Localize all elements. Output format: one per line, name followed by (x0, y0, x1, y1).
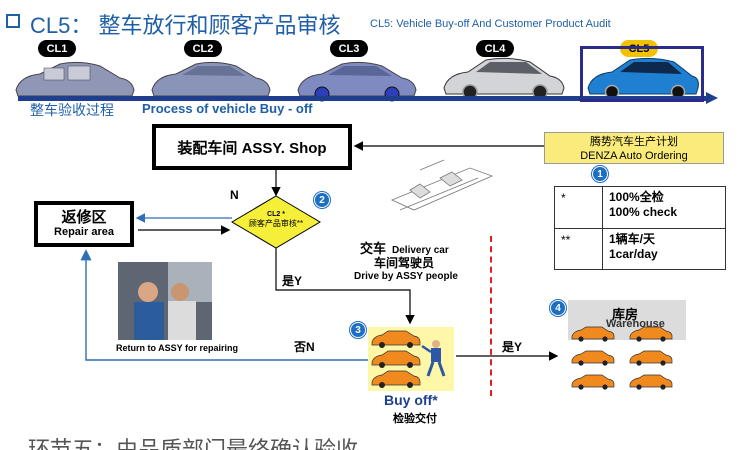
decision-label-line2: 顾客产品审核** (248, 219, 304, 228)
inspector-person-icon (421, 340, 446, 377)
car-cl4-icon (443, 57, 565, 100)
table-row: * 100%全检 100% check (555, 187, 725, 229)
decision-no-label: N (230, 188, 239, 202)
step-badge-4: 4 (550, 300, 566, 316)
buyoff-label-cn: 检验交付 (393, 413, 437, 425)
decision-yes-label: 是Y (282, 274, 303, 288)
warehouse-label-cn: 库房 (612, 307, 639, 322)
decision-label-line1: CL2 * (267, 211, 285, 218)
delivery-label-cn: 交车 (360, 241, 387, 256)
stage-cl1: CL1 (38, 40, 76, 57)
stage-cl4: CL4 (476, 40, 514, 57)
step-badge-3: 3 (350, 322, 366, 338)
repair-workers-photo (118, 262, 212, 340)
page-subtitle: CL5: Vehicle Buy-off And Customer Produc… (370, 18, 611, 30)
buyoff-cars-icon (371, 330, 421, 388)
check-value-en: 100% check (609, 205, 678, 219)
title-bullet-icon (6, 14, 20, 28)
delivery-label-en: Delivery car (392, 245, 449, 256)
process-label-cn: 整车验收过程 (30, 102, 114, 118)
return-to-assy-label: Return to ASSY for repairing (116, 343, 239, 353)
timeline-arrow-icon (706, 92, 718, 104)
table-row: ** 1辆车/天 1car/day (555, 229, 725, 270)
driver-label-en: Drive by ASSY people (354, 271, 458, 282)
stage-cl2: CL2 (184, 40, 222, 57)
check-value-en: 1car/day (609, 247, 658, 261)
table-cell-key: * (555, 187, 603, 228)
process-timeline (18, 96, 708, 101)
check-frequency-table: * 100%全检 100% check ** 1辆车/天 1car/day (554, 186, 726, 270)
repair-workers-icon (118, 262, 212, 340)
denza-label-cn: 腾势汽车生产计划 (590, 136, 678, 148)
table-cell-key: ** (555, 229, 603, 270)
warehouse-cars-icon (571, 326, 673, 390)
decision-yes-arrow (275, 248, 415, 325)
check-value-cn: 100%全检 (609, 190, 664, 204)
delivery-car-label: 交车 Delivery car (360, 238, 449, 257)
table-cell-value: 1辆车/天 1car/day (603, 229, 725, 270)
step-badge-2: 2 (314, 192, 330, 208)
page-title: CL5： 整车放行和顾客产品审核 (30, 13, 341, 38)
check-value-cn: 1辆车/天 (609, 232, 656, 246)
cl5-highlight-frame (580, 46, 704, 102)
stage-cl3: CL3 (330, 40, 368, 57)
bottom-caption: 环节五：由品质部门最终确认验收 (28, 437, 359, 450)
buyoff-label: Buy off* (384, 392, 438, 408)
buyoff-yes-label: 是Y (502, 340, 523, 354)
step-badge-1: 1 (592, 166, 608, 182)
process-label-en: Process of vehicle Buy - off (142, 101, 313, 116)
denza-ordering-box: 腾势汽车生产计划 DENZA Auto Ordering (544, 132, 724, 164)
warehouse-label-en: Warehouse (606, 318, 665, 330)
buyoff-no-arrow (80, 249, 368, 361)
car-cl1-icon (15, 61, 135, 97)
buyoff-no-label: 否N (294, 340, 315, 354)
assy-shop-box: 装配车间 ASSY. Shop (152, 124, 352, 170)
repair-area-label-en: Repair area (54, 226, 114, 238)
conveyor-sketch-icon (390, 159, 494, 211)
car-cl3-icon (297, 61, 417, 102)
decision-label: CL2 * 顾客产品审核** (236, 210, 316, 228)
area-divider-line (490, 236, 492, 396)
repair-area-label-cn: 返修区 (61, 209, 107, 226)
table-cell-value: 100%全检 100% check (603, 187, 725, 228)
denza-label-en: DENZA Auto Ordering (580, 150, 688, 162)
driver-label-cn: 车间驾驶员 (374, 256, 435, 270)
car-cl2-icon (151, 61, 271, 97)
repair-area-box: 返修区 Repair area (34, 201, 134, 247)
car-cl5-icon (587, 57, 699, 100)
